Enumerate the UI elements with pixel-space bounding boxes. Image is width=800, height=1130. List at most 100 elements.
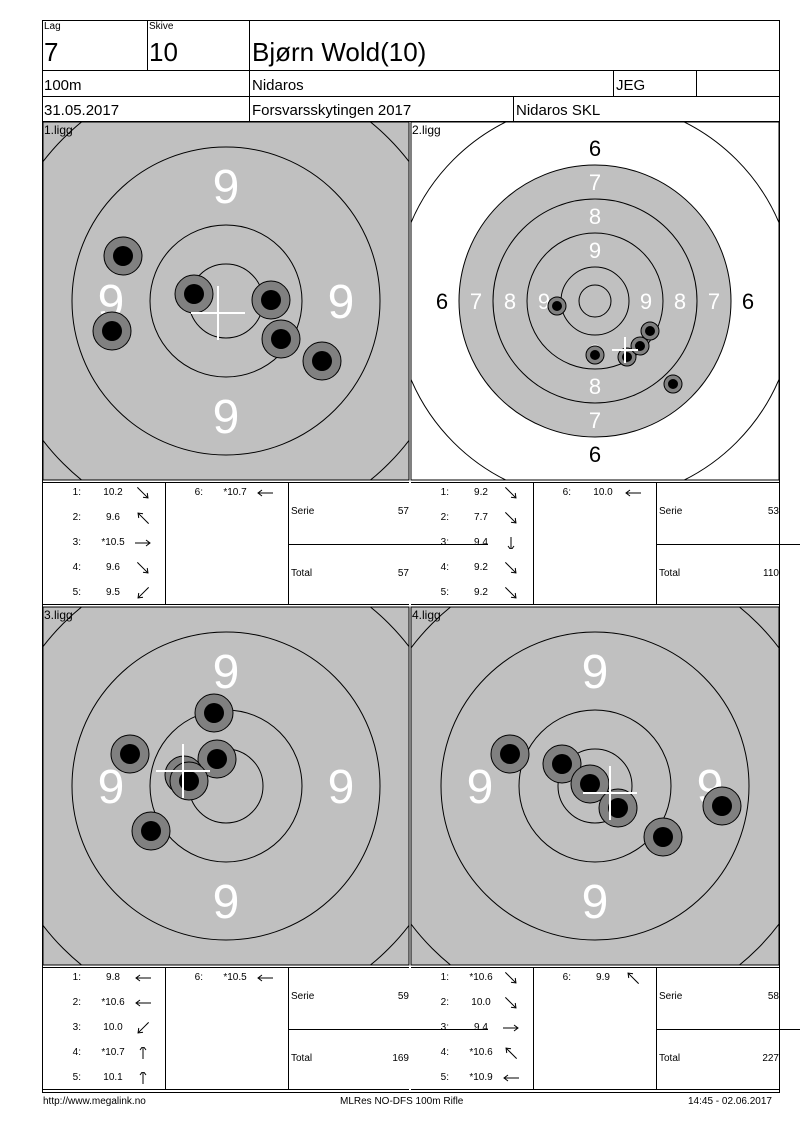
shot-core	[622, 352, 632, 362]
shot-core	[635, 341, 645, 351]
shot-core	[184, 284, 204, 304]
direction-arrow-icon	[255, 972, 275, 984]
shot-row: 1:*10.6	[411, 971, 533, 984]
shot-core	[500, 744, 520, 764]
ring-label: 9	[213, 646, 240, 699]
shot-number: 4:	[72, 1047, 81, 1058]
shot-row: 1:9.2	[411, 486, 533, 499]
shot-row: 4: *10.6	[411, 1047, 533, 1060]
shooter-name: Bjørn Wold(10)	[252, 37, 427, 67]
shot-value: 10.0	[471, 997, 491, 1008]
direction-arrow-icon	[133, 586, 153, 599]
ring-label: 8	[674, 289, 686, 314]
shot-row: 3: 10.0	[43, 1021, 165, 1034]
ring-label: 9	[589, 238, 601, 263]
shot-row: 2:7.7	[411, 511, 533, 524]
direction-arrow-icon	[133, 997, 153, 1009]
shot-row: 3:9.4	[411, 535, 533, 551]
ring-label: 9	[328, 761, 355, 814]
shot-row: 3:*10.5	[43, 537, 165, 549]
shot-core	[590, 350, 600, 360]
ring-label: 7	[589, 170, 601, 195]
shot-value: 10.2	[103, 487, 123, 498]
direction-arrow-icon	[501, 586, 521, 599]
ring-label: 9	[582, 876, 609, 929]
organizer: Nidaros SKL	[516, 102, 601, 119]
shot-number: 3:	[72, 1022, 81, 1033]
shot-value: *10.7	[101, 1047, 125, 1058]
shot-core	[204, 703, 224, 723]
shot-row: 6:*10.7	[165, 487, 287, 499]
ring-label: 9	[213, 876, 240, 929]
shot-core	[207, 749, 227, 769]
shot-row: 6:10.0	[533, 487, 655, 499]
footer-timestamp: 14:45 - 02.06.2017	[688, 1096, 772, 1107]
shot-number: 4:	[440, 1047, 449, 1058]
ring-label: 9	[213, 161, 240, 214]
series-label: 1.ligg	[44, 123, 73, 137]
shot-core	[608, 798, 628, 818]
footer-link[interactable]: http://www.megalink.no	[43, 1096, 146, 1107]
footer-software: MLRes NO-DFS 100m Rifle	[340, 1096, 464, 1107]
shot-value: 9.2	[474, 487, 488, 498]
ring-label: 9	[467, 761, 494, 814]
direction-arrow-icon	[501, 561, 521, 574]
direction-arrow-icon	[133, 486, 153, 499]
direction-arrow-icon	[133, 972, 153, 984]
ring-label: 7	[589, 408, 601, 433]
shot-row: 2:9.6	[43, 512, 165, 525]
shot-row: 1:10.2	[43, 486, 165, 499]
total-value: 227	[762, 1053, 779, 1064]
direction-arrow-icon	[623, 487, 643, 499]
ring-label: 6	[742, 289, 754, 314]
direction-arrow-icon	[133, 1070, 153, 1086]
club: Nidaros	[252, 77, 304, 94]
shot-value: 9.5	[106, 587, 120, 598]
shot-value: 9.2	[474, 562, 488, 573]
shot-number: 3:	[440, 1022, 449, 1033]
shot-number: 5:	[440, 587, 449, 598]
shot-value: *10.6	[469, 1047, 493, 1058]
serie-label: Serie	[659, 506, 683, 517]
ring-label: 9	[538, 289, 550, 314]
shot-value: 10.0	[593, 487, 613, 498]
lag-value: 7	[44, 37, 59, 67]
date: 31.05.2017	[44, 102, 120, 119]
shot-number: 6:	[194, 972, 203, 983]
direction-arrow-icon	[133, 512, 153, 525]
shot-core	[552, 754, 572, 774]
ring-label: 9	[640, 289, 652, 314]
shot-value: 9.4	[474, 537, 488, 548]
shot-core	[552, 301, 562, 311]
shot-row: 2:10.0	[411, 996, 533, 1009]
ring-label: 9	[328, 276, 355, 329]
shot-row: 5:*10.9	[411, 1072, 533, 1084]
ring-label: 9	[213, 391, 240, 444]
shot-number: 5:	[72, 1072, 81, 1083]
class: JEG	[616, 77, 646, 94]
ring-label: 6	[436, 289, 448, 314]
shot-core	[668, 379, 678, 389]
shot-number: 6:	[194, 487, 203, 498]
shot-core	[712, 796, 732, 816]
target-2: 66667777888899992.ligg	[410, 121, 780, 481]
shot-value: *10.5	[101, 537, 125, 548]
shot-number: 2:	[72, 512, 81, 523]
serie-label: Serie	[291, 991, 315, 1002]
shot-core	[120, 744, 140, 764]
direction-arrow-icon	[501, 1022, 521, 1034]
direction-arrow-icon	[501, 486, 521, 499]
shot-value: 9.9	[596, 972, 610, 983]
shot-value: 9.8	[106, 972, 120, 983]
total-label: Total	[659, 1053, 681, 1064]
shot-row: 4: *10.7	[43, 1045, 165, 1061]
shot-number: 2:	[440, 512, 449, 523]
shot-value: *10.9	[469, 1072, 493, 1083]
shot-row: 4:9.2	[411, 561, 533, 574]
serie-label: Serie	[291, 506, 315, 517]
shot-value: 10.0	[103, 1022, 123, 1033]
direction-arrow-icon	[133, 1045, 153, 1061]
